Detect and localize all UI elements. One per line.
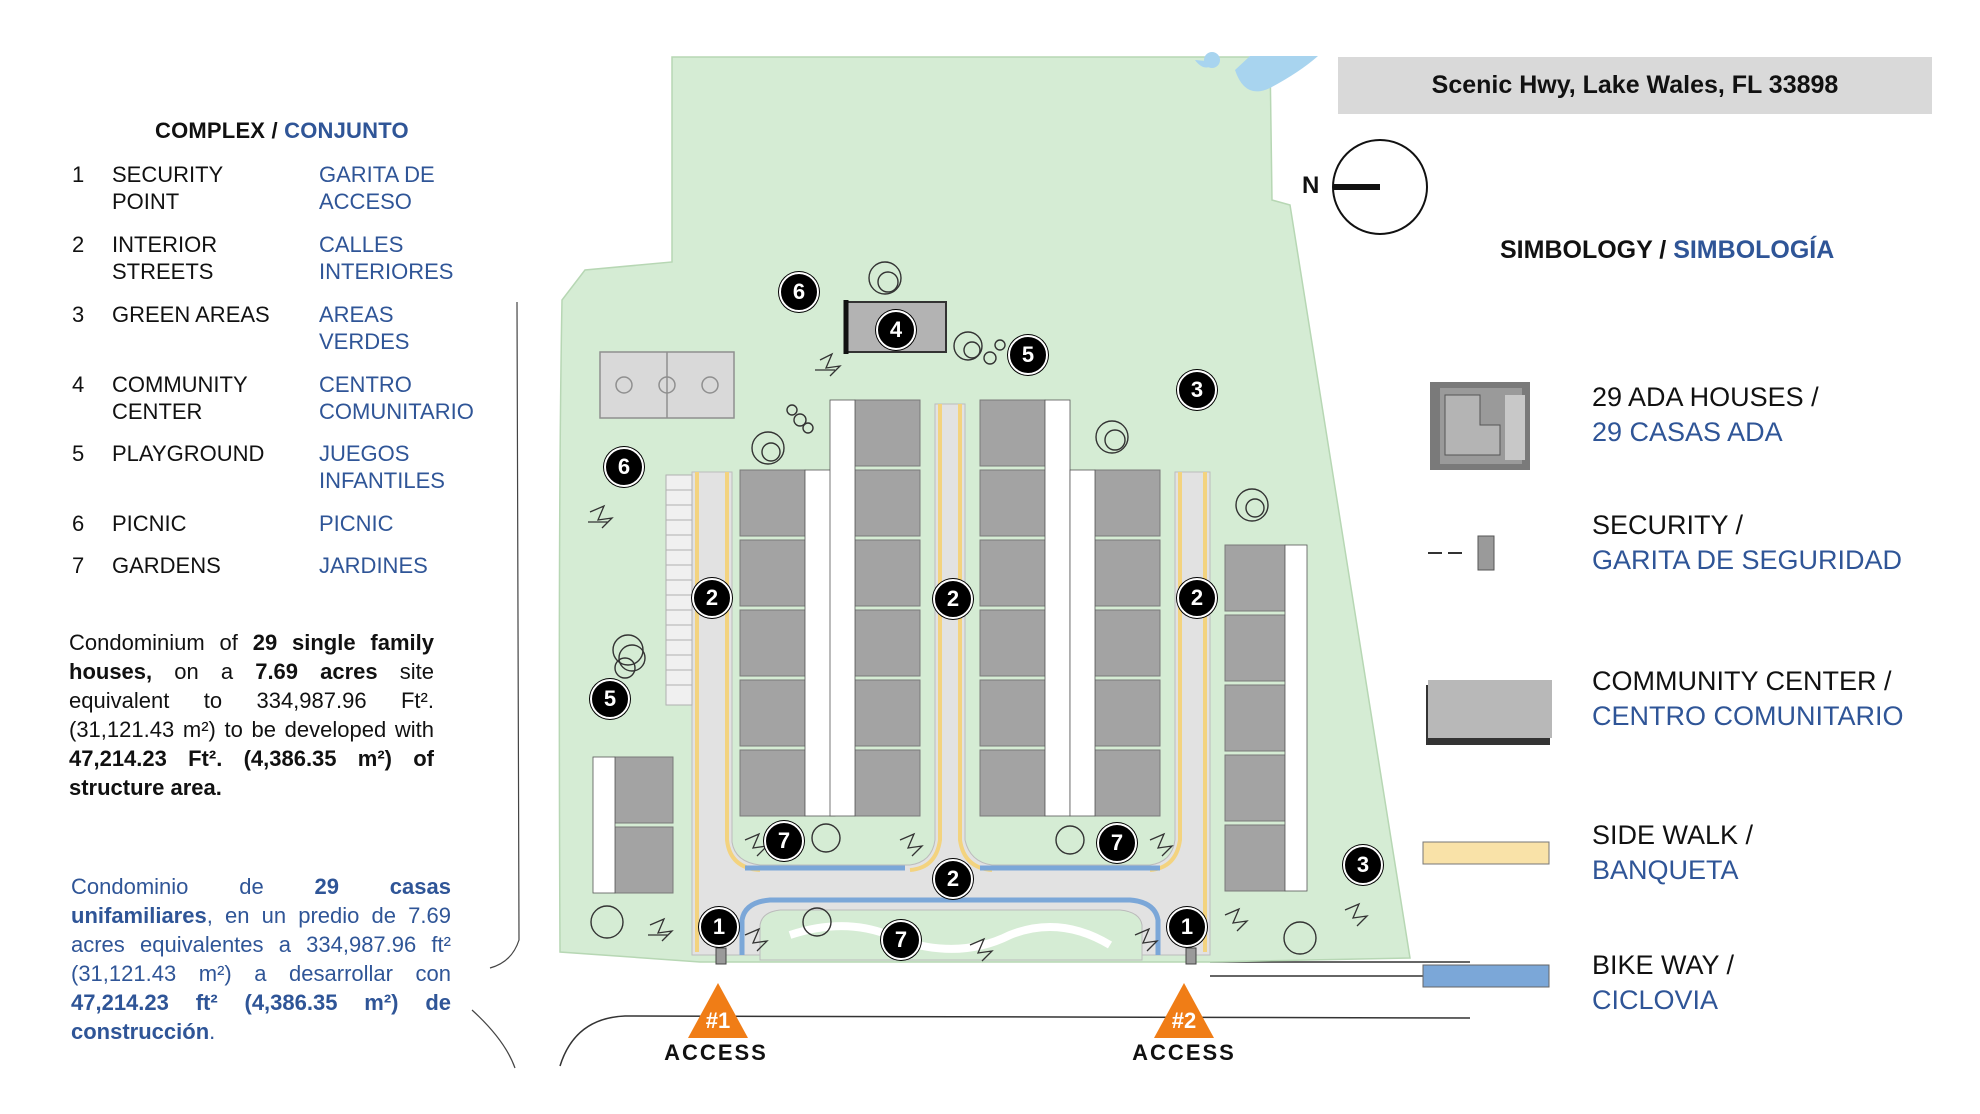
marker-interior-street: 2 (933, 579, 973, 619)
legend-ada-house-symbol (1430, 382, 1530, 470)
address: Scenic Hwy, Lake Wales, FL 33898 (1431, 71, 1839, 99)
marker-green-area: 3 (1343, 845, 1383, 885)
description-english: Condominium of 29 single family houses, … (69, 630, 434, 800)
central-median (759, 909, 1143, 961)
access-1-number: #1 (705, 1008, 731, 1033)
north-arrow (1332, 139, 1428, 235)
access-markers (688, 983, 1214, 1038)
legend-security-symbol (1428, 535, 1495, 571)
security-gates (715, 947, 1197, 965)
access-2-number: #2 (1171, 1008, 1197, 1033)
marker-gardens: 7 (881, 920, 921, 960)
marker-interior-street: 2 (692, 578, 732, 618)
marker-playground: 5 (1008, 335, 1048, 375)
legend-sidewalk: SIDE WALK /BANQUETA (1592, 820, 1754, 885)
marker-playground: 5 (590, 679, 630, 719)
houses (614, 399, 1286, 894)
marker-interior-street: 2 (933, 859, 973, 899)
legend-sidewalk-symbol (1422, 841, 1550, 865)
interior-streets (691, 403, 1211, 956)
marker-gardens: 7 (1097, 823, 1137, 863)
address-bar (1338, 57, 1932, 114)
legend-community-center-symbol (1426, 680, 1552, 745)
access-2-label: ACCESS (1132, 1040, 1236, 1065)
north-label: N (1302, 172, 1320, 199)
legend-security: SECURITY /GARITA DE SEGURIDAD (1592, 510, 1903, 575)
palms (588, 352, 1369, 962)
lake (1195, 56, 1318, 92)
description-spanish: Condominio de 29 casas unifamiliares, en… (71, 874, 451, 1044)
marker-picnic: 6 (779, 272, 819, 312)
trees (590, 261, 1317, 955)
marker-interior-street: 2 (1177, 578, 1217, 618)
complex-title: COMPLEX / CONJUNTO (155, 118, 409, 143)
marker-picnic: 6 (604, 447, 644, 487)
legend-bikeway: BIKE WAY /CICLOVIA (1592, 950, 1735, 1015)
access-1-label: ACCESS (664, 1040, 768, 1065)
legend-community-center: COMMUNITY CENTER /CENTRO COMUNITARIO (1592, 666, 1904, 731)
legend-ada-houses: 29 ADA HOUSES /29 CASAS ADA (1592, 382, 1819, 447)
marker-security-point: 1 (1167, 907, 1207, 947)
marker-green-area: 3 (1177, 370, 1217, 410)
sports-court (599, 351, 735, 419)
marker-gardens: 7 (764, 821, 804, 861)
legend-bikeway-symbol (1422, 964, 1550, 988)
marker-security-point: 1 (699, 907, 739, 947)
marker-community-center: 4 (876, 310, 916, 350)
parking (665, 474, 693, 706)
simbology-title: SIMBOLOGY / SIMBOLOGÍA (1500, 236, 1835, 264)
